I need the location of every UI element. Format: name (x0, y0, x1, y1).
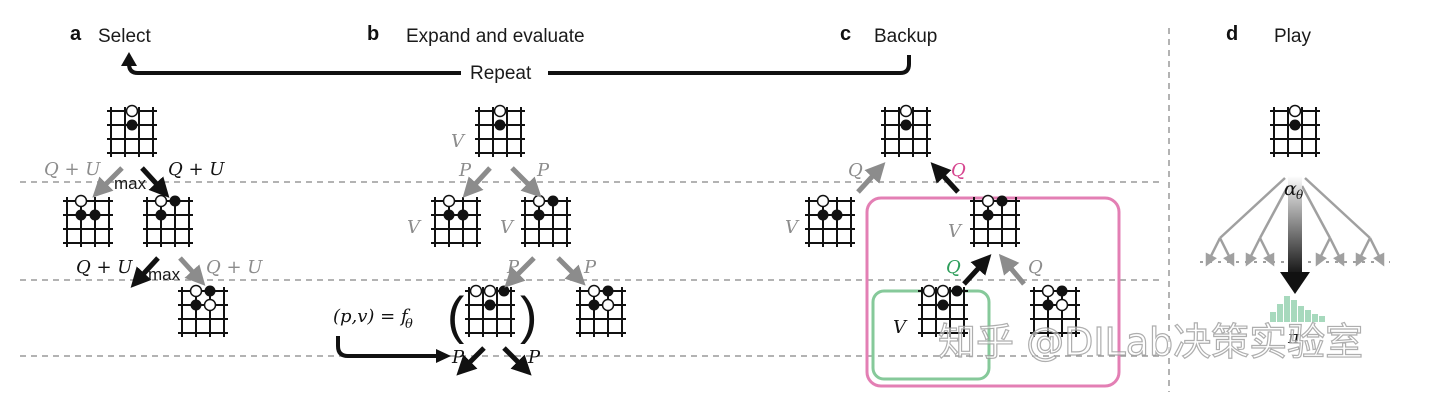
label-p-leaf-1: P (451, 347, 465, 368)
board-root (107, 106, 157, 158)
panel-letter-d: d (1226, 23, 1238, 45)
label-v-left: V (785, 217, 800, 238)
edge-grey-a2 (178, 256, 206, 286)
watermark-text: 知乎 @DILab决策实验室 (938, 320, 1363, 364)
paren-open: ( (447, 287, 465, 345)
board-expanded (465, 286, 515, 338)
search-tree-grey (1200, 177, 1390, 267)
board-child-left (431, 196, 481, 248)
edge-black-a2 (130, 256, 160, 288)
play-arrow-head (1280, 272, 1310, 294)
board-child-right (970, 196, 1020, 248)
expand-tree (336, 106, 626, 376)
panel-title-backup: Backup (874, 26, 937, 47)
board-child-left (805, 196, 855, 248)
play-arrow-shaft (1288, 176, 1302, 276)
edge-grey-b3 (504, 256, 536, 288)
network-equation: (p,v) = f (333, 306, 411, 327)
board-child-left (63, 196, 113, 248)
pi-histogram (1270, 296, 1325, 322)
network-arrow (336, 336, 438, 358)
label-q-green: Q (946, 257, 961, 278)
label-q-plus-u-grey-1: Q + U (44, 159, 101, 180)
panel-title-expand: Expand and evaluate (406, 26, 585, 47)
label-p-4: P (583, 257, 597, 278)
repeat-label: Repeat (470, 63, 532, 84)
label-p-2: P (536, 160, 550, 181)
panel-title-play: Play (1274, 26, 1311, 47)
label-max-2: max (148, 265, 181, 284)
label-v-leaf: V (893, 317, 908, 338)
edge-grey-b2 (510, 166, 542, 198)
label-q-plus-u-grey-2: Q + U (206, 257, 263, 278)
label-q-grey-1: Q (848, 160, 863, 181)
repeat-arrow (121, 52, 911, 75)
edge-black-c3 (962, 254, 992, 286)
edge-black-b5 (456, 346, 486, 376)
board-root (475, 106, 525, 158)
label-v-root: V (451, 131, 466, 152)
label-pi: π (1287, 328, 1300, 348)
panel-letter-c: c (840, 23, 851, 45)
label-q-plus-u-black-2: Q + U (76, 257, 133, 278)
label-q-grey-2: Q (1028, 257, 1043, 278)
backup-tree (805, 106, 1080, 338)
edge-grey-c1 (856, 162, 886, 194)
edge-black-a1 (140, 166, 170, 198)
label-p-1: P (458, 160, 472, 181)
board-child-right (143, 196, 193, 248)
label-p-3: P (506, 257, 520, 278)
network-subscript: θ (405, 317, 413, 332)
label-p-leaf-2: P (527, 347, 541, 368)
label-alpha: α (1284, 178, 1297, 200)
label-v-left: V (407, 217, 422, 238)
board-leaf (178, 286, 228, 338)
edge-grey-c4 (998, 253, 1026, 286)
edge-black-b6 (502, 346, 532, 376)
label-v-right: V (948, 221, 963, 242)
edge-black-c2 (930, 162, 960, 194)
board-root (1270, 106, 1320, 158)
board-root (881, 106, 931, 158)
panel-letter-b: b (367, 23, 379, 45)
select-tree (63, 106, 228, 338)
label-max-1: max (114, 174, 147, 193)
edge-grey-a1 (92, 166, 124, 198)
board-sibling (576, 286, 626, 338)
play-tree (1200, 106, 1390, 322)
label-q-pink: Q (951, 160, 966, 181)
panel-title-select: Select (98, 26, 152, 47)
paren-close: ) (520, 287, 537, 345)
label-v-right: V (500, 217, 515, 238)
label-alpha-sub: θ (1296, 188, 1304, 202)
board-child-right (521, 196, 571, 248)
panel-letter-a: a (70, 23, 82, 45)
label-q-plus-u-black-1: Q + U (168, 159, 225, 180)
edge-grey-b1 (462, 166, 492, 198)
edge-grey-b4 (556, 256, 586, 286)
